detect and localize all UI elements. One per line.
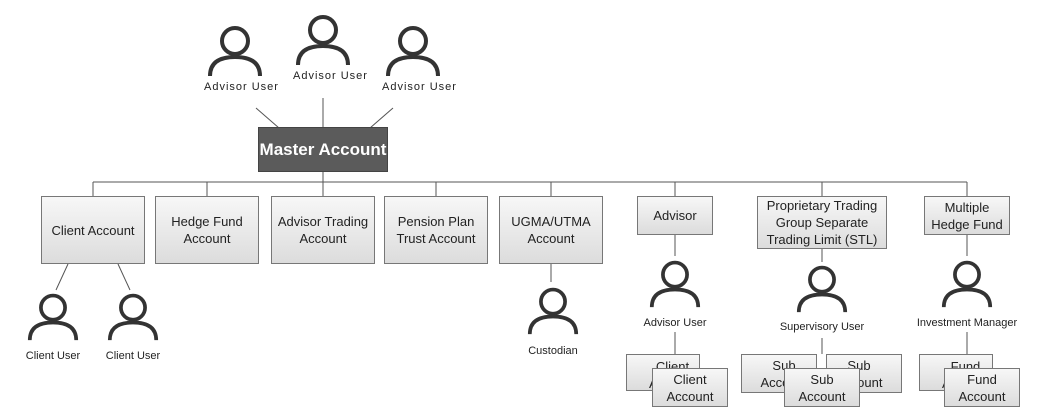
sub-account-front-box: Sub Account: [784, 368, 860, 407]
proprietary-trading-group-box: Proprietary Trading Group Separate Tradi…: [757, 196, 887, 249]
advisor-user-label: Advisor User: [382, 81, 457, 93]
advisor-user-label: Advisor User: [293, 70, 368, 82]
custodian-icon: [527, 287, 579, 335]
hedge-fund-account-box: Hedge Fund Account: [155, 196, 259, 264]
pension-plan-trust-account-box: Pension Plan Trust Account: [384, 196, 488, 264]
client-account-box: Client Account: [41, 196, 145, 264]
client-account-front-box: Client Account: [652, 368, 728, 407]
advisor-user-label: Advisor User: [204, 81, 279, 93]
investment-manager-label: Investment Manager: [916, 317, 1018, 329]
fund-account-front-box: Fund Account: [944, 368, 1020, 407]
client-user-label: Client User: [25, 350, 81, 362]
advisor-user-label: Advisor User: [643, 317, 707, 329]
advisor-user-icon: [649, 260, 701, 308]
advisor-user-icon: [296, 15, 350, 66]
master-account-box: Master Account: [258, 127, 388, 172]
supervisory-user-label: Supervisory User: [779, 321, 865, 333]
supervisory-user-icon: [796, 265, 848, 313]
advisor-user-icon: [208, 26, 262, 77]
client-user-label: Client User: [105, 350, 161, 362]
advisor-user-icon: [386, 26, 440, 77]
client-user-icon: [107, 293, 159, 341]
advisor-box: Advisor: [637, 196, 713, 235]
investment-manager-icon: [941, 260, 993, 308]
multiple-hedge-fund-box: Multiple Hedge Fund: [924, 196, 1010, 235]
ugma-utma-account-box: UGMA/UTMA Account: [499, 196, 603, 264]
advisor-trading-account-box: Advisor Trading Account: [271, 196, 375, 264]
client-user-icon: [27, 293, 79, 341]
custodian-label: Custodian: [528, 345, 578, 357]
